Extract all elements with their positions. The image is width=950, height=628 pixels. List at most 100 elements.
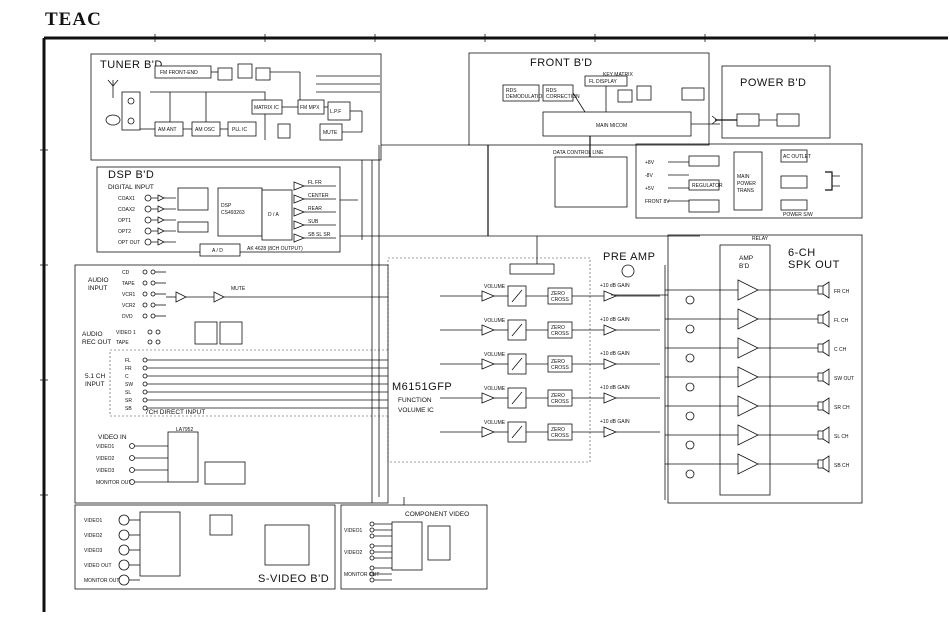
rca-jack-icon — [155, 339, 161, 345]
gain-label: +10 dB GAIN — [600, 351, 630, 357]
dsp-output-amp-icon — [293, 181, 306, 191]
mute-note: MUTE — [231, 286, 246, 292]
data-control-line-label: DATA CONTROL LINE — [553, 150, 604, 156]
digital-buffer-icon — [157, 227, 165, 235]
rca-jack-icon — [147, 339, 153, 345]
audio-input-label: TAPE — [122, 281, 135, 287]
rca-jack-icon — [142, 357, 148, 363]
volume-arrow-icon — [511, 391, 523, 405]
direct-input-label: SB — [125, 406, 132, 412]
video-jack-icon — [129, 479, 135, 485]
power-rail-label: FRONT 8V — [645, 199, 670, 205]
speaker-channel-label: C CH — [834, 347, 847, 353]
pre-amp-icon — [603, 358, 618, 370]
main-power-trans-label: MAIN — [737, 174, 750, 180]
svideo-row-label: MONITOR OUT — [84, 578, 119, 584]
volume-label: VOLUME — [484, 318, 506, 324]
speaker-icon — [817, 343, 824, 353]
lpf-label: L.P.F — [330, 109, 341, 115]
zero-cross-label: ZERO — [551, 359, 565, 365]
zero-cross-label: CROSS — [551, 297, 569, 303]
speaker-channel-label: FL CH — [834, 318, 849, 324]
rca-jack-icon — [142, 381, 148, 387]
relay-label: RELAY — [752, 236, 769, 242]
speaker-cone-icon — [822, 310, 830, 328]
function-volume-ic: M6151GFP FUNCTION VOLUME IC ZEROCROSS+10… — [387, 257, 660, 463]
zero-cross-label: ZERO — [551, 325, 565, 331]
direct-input-label: SR — [125, 398, 132, 404]
digital-buffer-icon — [157, 205, 165, 213]
power-board-title: POWER B'D — [740, 77, 807, 89]
zero-cross-label: CROSS — [551, 331, 569, 337]
video-input-label: VIDEO3 — [96, 468, 115, 474]
pre-amp-title: PRE AMP — [603, 251, 655, 263]
transistor-icon — [685, 411, 695, 421]
ak4628-label: AK 4628 (8CH OUTPUT) — [247, 246, 303, 252]
rca-jack-icon — [142, 389, 148, 395]
pre-amp-icon — [603, 290, 618, 302]
volume-buffer-icon — [481, 392, 496, 404]
rec-out-label: VIDEO 1 — [116, 330, 136, 336]
rec-out-label: TAPE — [116, 340, 129, 346]
speaker-channel-label: FR CH — [834, 289, 850, 295]
transistor-icon — [685, 382, 695, 392]
front-board-title: FRONT B'D — [530, 57, 593, 69]
speaker-channel-label: SL CH — [834, 434, 849, 440]
speaker-channel-label: SW OUT — [834, 376, 854, 382]
svideo-row-label: VIDEO OUT — [84, 563, 112, 569]
pre-amp-icon — [603, 324, 618, 336]
svg-text:SPK OUT: SPK OUT — [788, 259, 840, 271]
fm-mpx-label: FM MPX — [300, 105, 320, 111]
svideo-row-label: VIDEO3 — [84, 548, 103, 554]
speaker-cone-icon — [822, 339, 830, 357]
video-jack-icon — [129, 443, 135, 449]
rca-jack-icon — [142, 313, 148, 319]
main-micom-label: MAIN MICOM — [596, 123, 627, 129]
speaker-icon — [817, 430, 824, 440]
speaker-out-title: 6-CH — [788, 247, 816, 259]
direct-input-label: SW — [125, 382, 133, 388]
component-row-label: VIDEO1 — [344, 528, 363, 534]
regulator-label: REGULATOR — [692, 183, 723, 189]
power-board: POWER B'D — [711, 65, 831, 139]
component-row-label: MONITOR OUT — [344, 572, 379, 578]
speaker-icon — [817, 401, 824, 411]
video-in-title: VIDEO IN — [98, 434, 127, 441]
function-ic-title: M6151GFP — [392, 381, 452, 393]
video-jack-icon — [129, 467, 135, 473]
am-ant-label: AM ANT — [158, 127, 177, 133]
rca-jack-icon — [155, 329, 161, 335]
svg-text:CS493263: CS493263 — [221, 210, 245, 216]
digital-input-label: OPT1 — [118, 218, 131, 224]
svg-text:CORRECTION: CORRECTION — [546, 94, 580, 100]
mute-box-label: MUTE — [323, 130, 338, 136]
speaker-channel-label: SB CH — [834, 463, 850, 469]
speaker-cone-icon — [822, 455, 830, 473]
direct-input-title: 7CH DIRECT INPUT — [145, 409, 205, 416]
rca-jack-icon — [150, 313, 156, 319]
svg-text:POWER: POWER — [737, 181, 756, 187]
dsp-output-label: CENTER — [308, 193, 329, 199]
component-row-label: VIDEO2 — [344, 550, 363, 556]
zero-cross-label: ZERO — [551, 427, 565, 433]
zero-cross-label: CROSS — [551, 433, 569, 439]
pre-amp-icon — [603, 392, 618, 404]
volume-buffer-icon — [481, 358, 496, 370]
digital-buffer-icon — [157, 194, 165, 202]
front-board: FRONT B'D RDS DEMODULATION RDS CORRECTIO… — [468, 52, 720, 146]
volume-buffer-icon — [481, 426, 496, 438]
tuner-board: TUNER B'D FM FRONT-END AM ANT AM OSC PLL… — [90, 53, 382, 161]
rca-jack-icon — [142, 365, 148, 371]
regulator-region: REGULATOR MAIN POWER TRANS AC OUTLET POW… — [635, 143, 863, 219]
rca-jack-icon — [150, 302, 156, 308]
dsp-board: DSP B'D DIGITAL INPUT COAX1COAX2OPT1OPT2… — [96, 166, 341, 257]
audio-input-label: VCR2 — [122, 303, 136, 309]
volume-label: VOLUME — [484, 386, 506, 392]
digital-buffer-icon — [157, 238, 165, 246]
volume-arrow-icon — [511, 323, 523, 337]
